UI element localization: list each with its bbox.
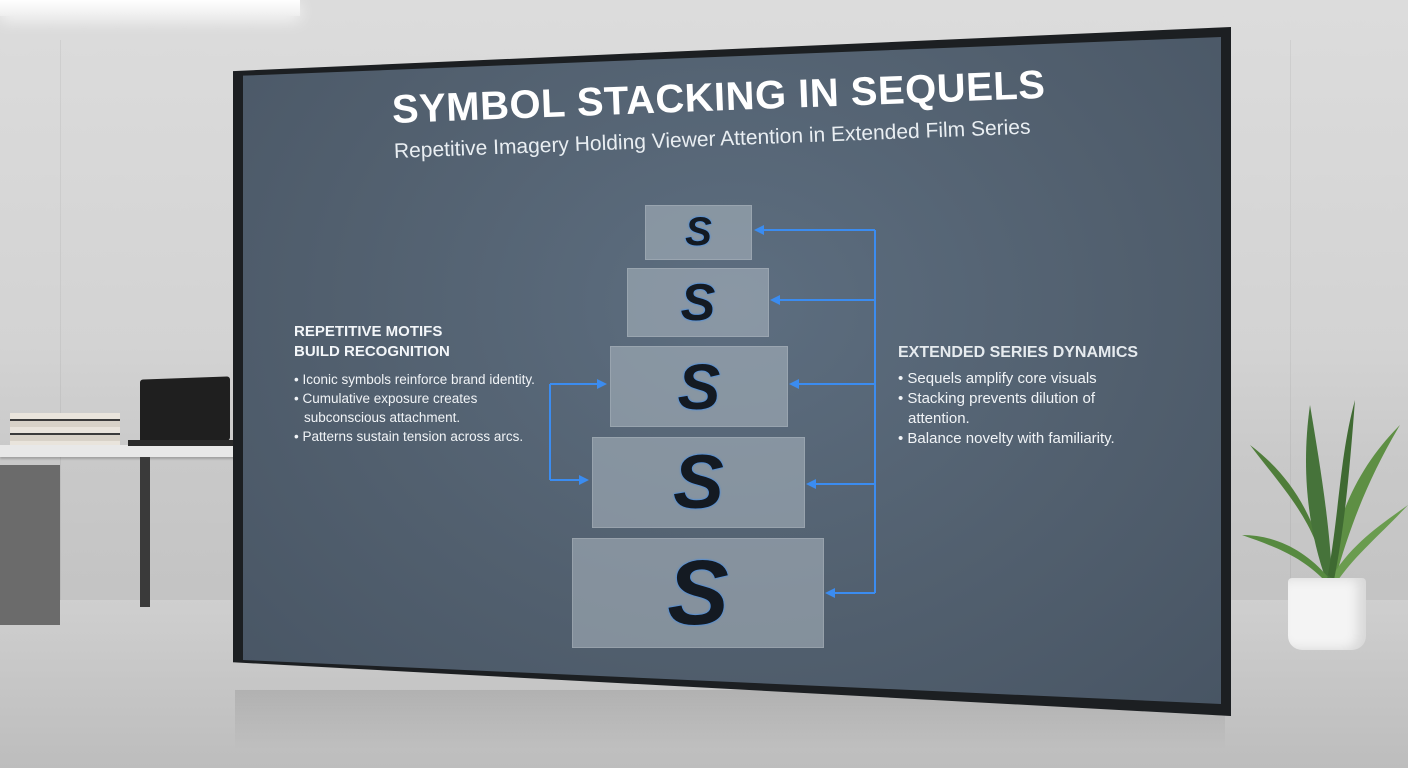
- left-heading-line2: BUILD RECOGNITION: [294, 343, 450, 360]
- plant-icon: [1242, 400, 1408, 583]
- left-bullet-list: • Iconic symbols reinforce brand identit…: [294, 370, 554, 446]
- stack-block-4: S: [592, 437, 805, 528]
- stack-block-2: S: [627, 268, 769, 337]
- wall-seam: [60, 40, 61, 600]
- stack-block-3: S: [610, 346, 788, 427]
- desk-leg: [140, 457, 150, 607]
- laptop: [140, 376, 230, 444]
- symbol-s-2: S: [680, 273, 716, 332]
- left-heading-line1: REPETITIVE MOTIFS: [294, 323, 443, 340]
- list-item: • Patterns sustain tension across arcs.: [294, 429, 524, 444]
- plant-pot: [1288, 578, 1366, 650]
- symbol-s-1: S: [685, 210, 712, 254]
- stack-block-1: S: [645, 205, 752, 260]
- stack-block-5: S: [572, 538, 824, 648]
- left-heading: REPETITIVE MOTIFS BUILD RECOGNITION: [294, 322, 554, 362]
- symbol-s-4: S: [673, 440, 724, 525]
- right-bullet-list: • Sequels amplify core visuals • Stackin…: [898, 369, 1148, 449]
- list-item: • Balance novelty with familiarity.: [898, 430, 1115, 447]
- desk: [0, 445, 235, 457]
- ceiling-light: [0, 0, 300, 16]
- right-panel: EXTENDED SERIES DYNAMICS • Sequels ampli…: [898, 343, 1148, 449]
- cabinet: [0, 465, 60, 625]
- symbol-s-5: S: [667, 541, 729, 644]
- list-item: • Iconic symbols reinforce brand identit…: [294, 372, 535, 387]
- list-item: • Stacking prevents dilution of attentio…: [898, 390, 1096, 427]
- list-item: • Cumulative exposure creates subconscio…: [294, 391, 478, 425]
- wall-seam: [1290, 40, 1291, 600]
- left-panel: REPETITIVE MOTIFS BUILD RECOGNITION • Ic…: [294, 322, 554, 446]
- right-heading: EXTENDED SERIES DYNAMICS: [898, 344, 1139, 361]
- laptop-base: [128, 440, 233, 446]
- symbol-s-3: S: [677, 350, 721, 423]
- list-item: • Sequels amplify core visuals: [898, 370, 1097, 387]
- book-stack: [10, 413, 120, 445]
